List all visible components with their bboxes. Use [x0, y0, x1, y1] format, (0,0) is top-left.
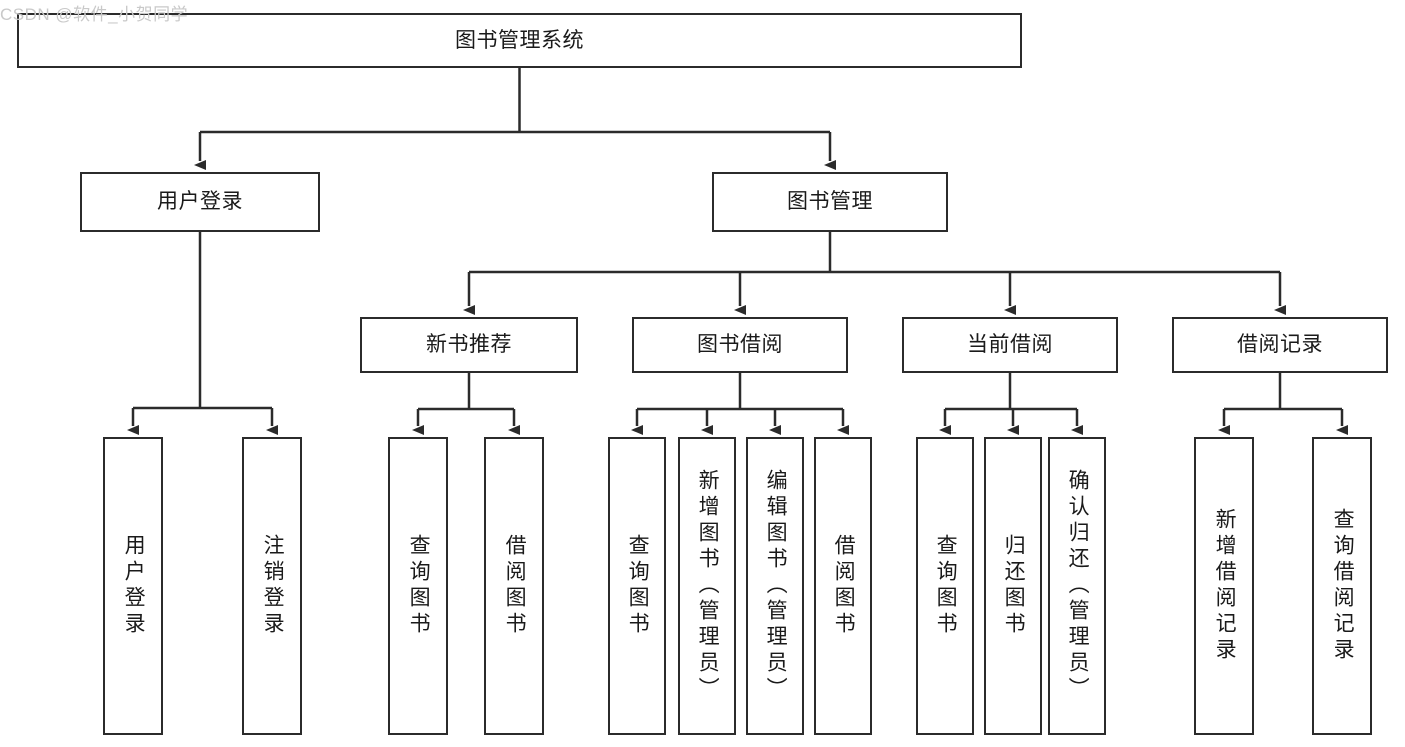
node-current-borrow[interactable]: 当前借阅 [902, 317, 1118, 373]
node-leaf-query-book-3[interactable]: 查询图书 [916, 437, 974, 735]
node-label: 查询借阅记录 [1331, 508, 1355, 664]
node-label: 新书推荐 [426, 333, 512, 357]
node-leaf-return-book[interactable]: 归还图书 [984, 437, 1042, 735]
node-label: 注销登录 [261, 534, 285, 638]
node-label: 编辑图书（管理员） [764, 469, 788, 703]
node-leaf-user-login[interactable]: 用户登录 [103, 437, 163, 735]
node-leaf-user-logout[interactable]: 注销登录 [242, 437, 302, 735]
node-leaf-query-book-2[interactable]: 查询图书 [608, 437, 666, 735]
node-label: 确认归还（管理员） [1066, 469, 1090, 703]
node-leaf-confirm-return[interactable]: 确认归还（管理员） [1048, 437, 1106, 735]
node-label: 查询图书 [626, 534, 650, 638]
node-leaf-borrow-book-2[interactable]: 借阅图书 [814, 437, 872, 735]
edge-group [127, 68, 1348, 435]
node-book-manage[interactable]: 图书管理 [712, 172, 948, 232]
node-label: 新增图书（管理员） [696, 469, 720, 703]
node-label: 归还图书 [1002, 534, 1026, 638]
node-borrow-record[interactable]: 借阅记录 [1172, 317, 1388, 373]
node-label: 新增借阅记录 [1213, 508, 1237, 664]
node-book-borrow[interactable]: 图书借阅 [632, 317, 848, 373]
node-label: 借阅图书 [832, 534, 856, 638]
node-leaf-query-book-1[interactable]: 查询图书 [388, 437, 448, 735]
node-leaf-borrow-book-1[interactable]: 借阅图书 [484, 437, 544, 735]
node-label: 当前借阅 [967, 333, 1053, 357]
node-new-book-rec[interactable]: 新书推荐 [360, 317, 578, 373]
node-label: 查询图书 [934, 534, 958, 638]
node-label: 用户登录 [157, 190, 243, 214]
node-leaf-edit-book[interactable]: 编辑图书（管理员） [746, 437, 804, 735]
node-label: 图书管理系统 [455, 28, 584, 52]
node-root[interactable]: 图书管理系统 [17, 13, 1022, 68]
node-label: 图书管理 [787, 190, 873, 214]
node-label: 图书借阅 [697, 333, 783, 357]
watermark-label: CSDN @软件_小贺同学 [0, 5, 189, 24]
node-leaf-add-book[interactable]: 新增图书（管理员） [678, 437, 736, 735]
node-leaf-query-record[interactable]: 查询借阅记录 [1312, 437, 1372, 735]
node-label: 用户登录 [122, 534, 146, 638]
node-leaf-add-record[interactable]: 新增借阅记录 [1194, 437, 1254, 735]
node-label: 查询图书 [407, 534, 431, 638]
node-user-login[interactable]: 用户登录 [80, 172, 320, 232]
node-label: 借阅图书 [503, 534, 527, 638]
node-label: 借阅记录 [1237, 333, 1323, 357]
